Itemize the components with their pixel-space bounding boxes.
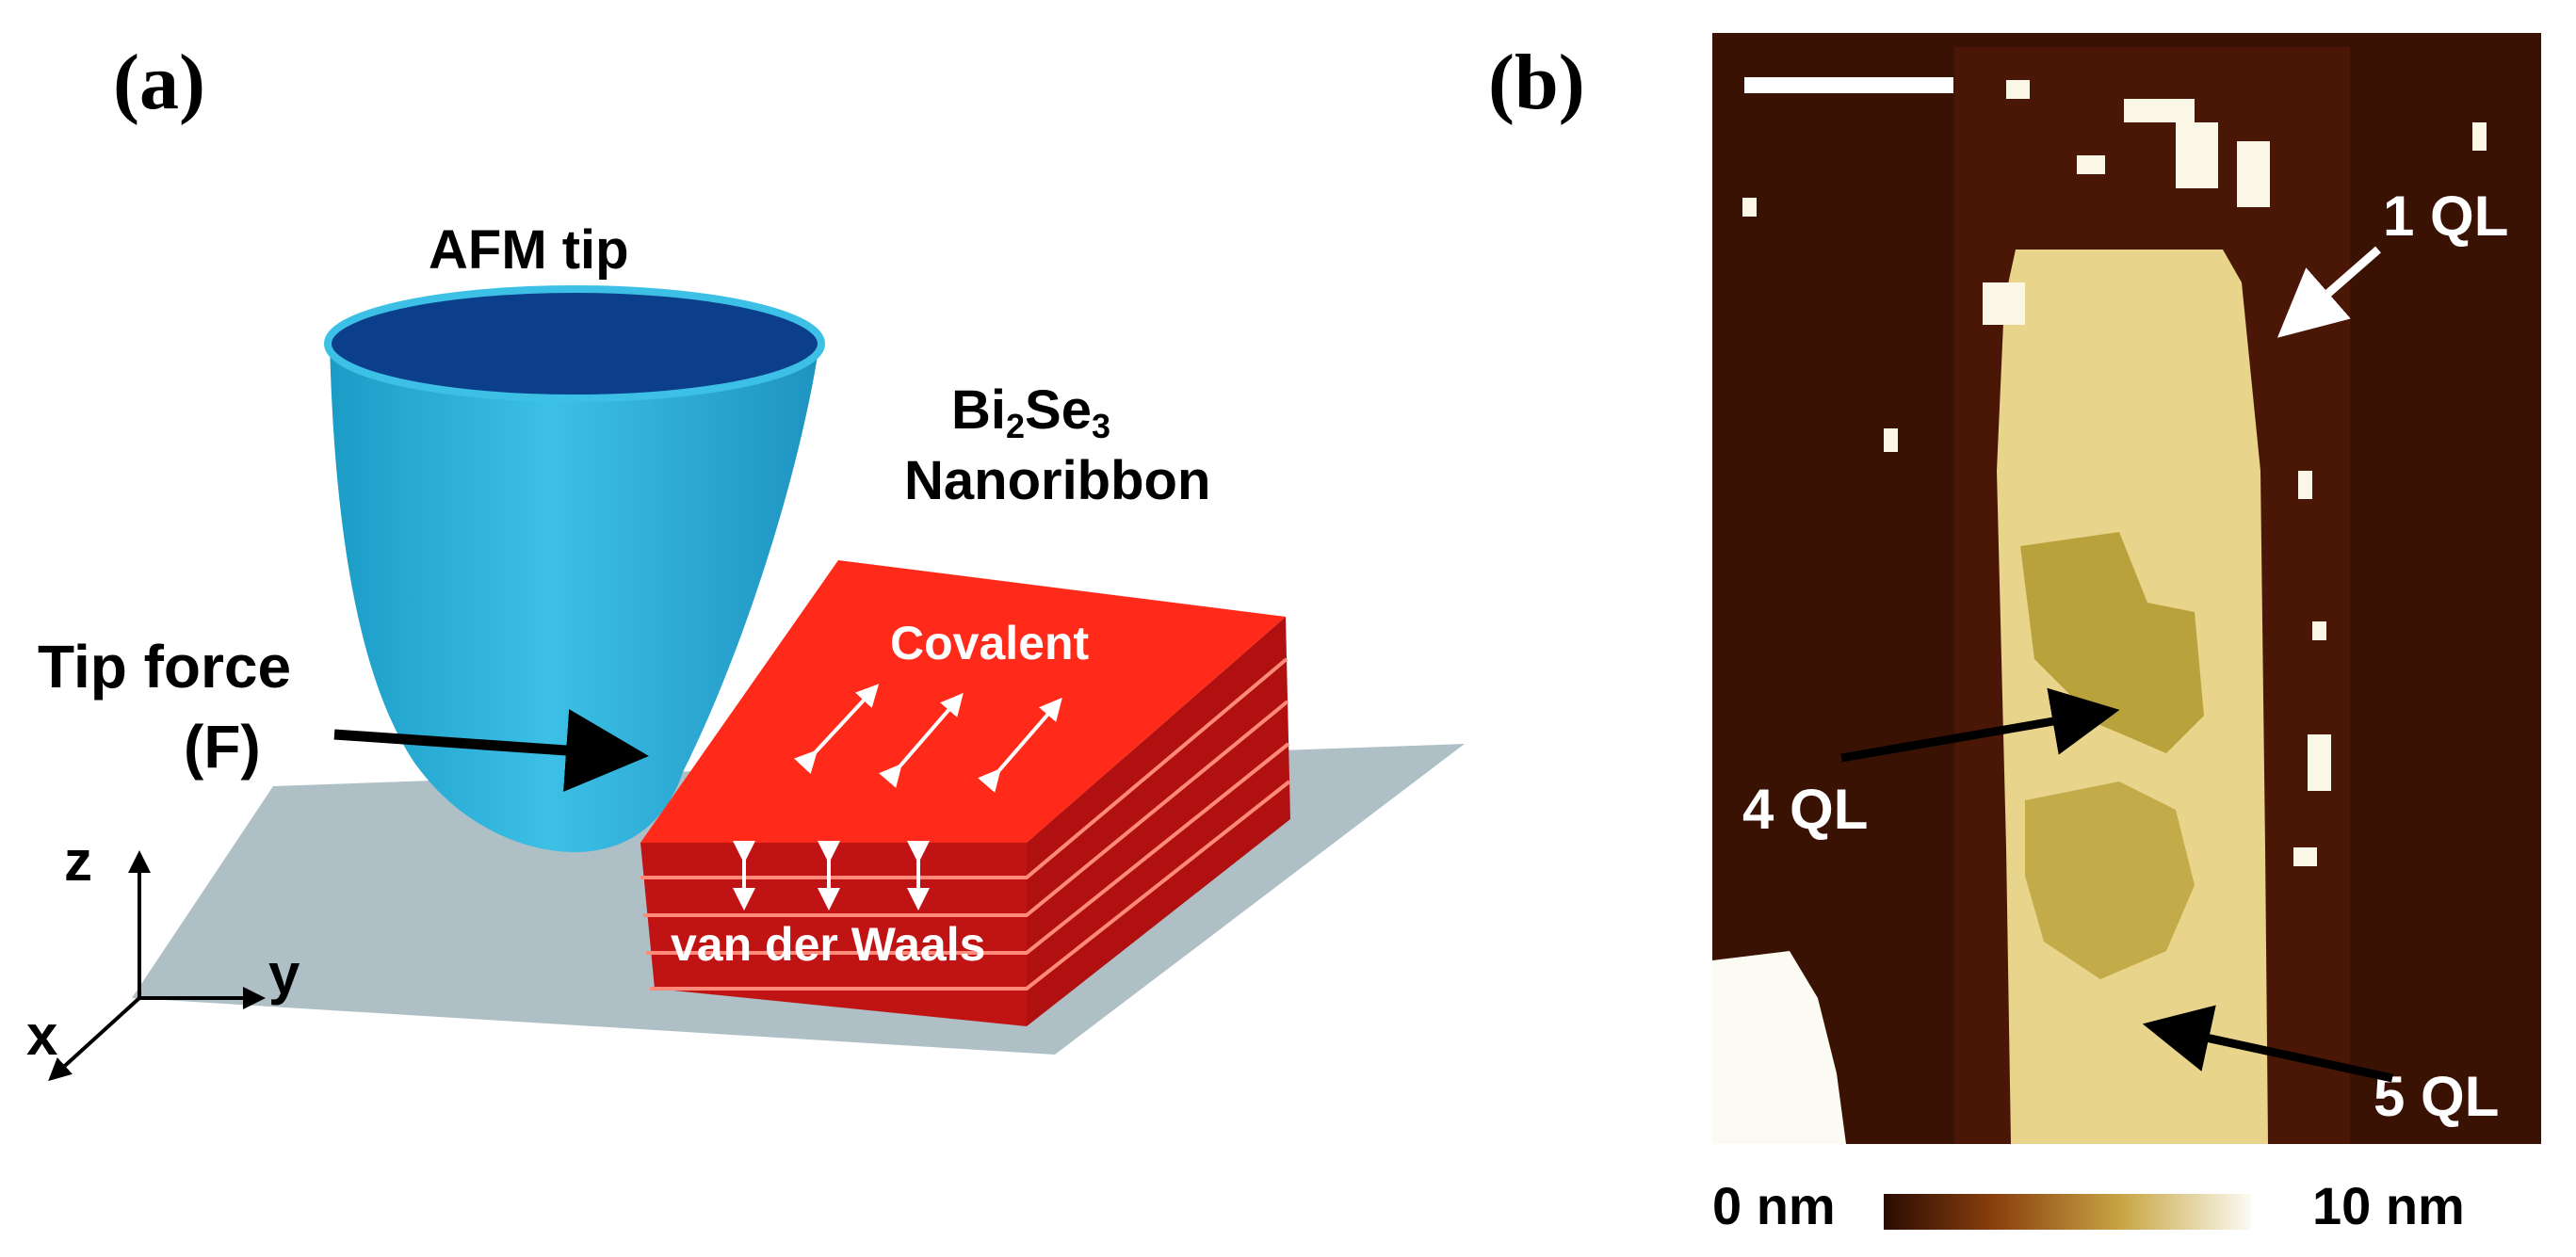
afm-tip-rim	[324, 285, 825, 402]
colorbar-min-label: 0 nm	[1712, 1176, 1836, 1235]
ribbon-layer-lines	[640, 657, 1291, 991]
axis-z-label: z	[64, 830, 92, 893]
afm-bright-specks	[1742, 80, 2487, 866]
tip-force-label-line1: Tip force	[38, 633, 291, 701]
colorbar-max-label: 10 nm	[2312, 1176, 2465, 1235]
vdw-label: van der Waals	[671, 918, 985, 971]
coordinate-axes	[48, 850, 266, 1082]
axis-x-label: x	[26, 1004, 57, 1067]
material-name: Nanoribbon	[904, 450, 1210, 511]
ribbon-right-side	[1027, 617, 1290, 1026]
tip-force-arrow	[333, 709, 649, 792]
afm-bright-blob	[1712, 951, 1846, 1144]
afm-tip-body	[330, 344, 819, 852]
vdw-arrows	[733, 841, 930, 911]
afm-tip-top	[328, 289, 821, 398]
panel-a-label: (a)	[113, 39, 205, 126]
panel-b: (b) 1 QL	[1488, 33, 2541, 1235]
arrow-5ql	[2142, 1005, 2393, 1083]
tip-force-label-line2: (F)	[184, 713, 261, 781]
panel-b-label: (b)	[1488, 39, 1585, 126]
arrow-4ql	[1840, 687, 2120, 763]
label-1ql: 1 QL	[2383, 185, 2508, 248]
afm-patch-lower	[2025, 782, 2195, 979]
afm-tip-label: AFM tip	[429, 219, 629, 281]
covalent-arrows	[794, 684, 1062, 793]
label-5ql: 5 QL	[2373, 1065, 2499, 1128]
arrow-1ql	[2276, 246, 2381, 338]
axis-y-label: y	[268, 943, 300, 1006]
panel-a: (a) AFM tip Bi2Se3 Nanoribbon Covalent	[26, 39, 1465, 1082]
afm-patch-upper	[2020, 532, 2204, 753]
colorbar	[1884, 1194, 2251, 1230]
covalent-label: Covalent	[890, 617, 1090, 669]
afm-scale-bar	[1744, 77, 1953, 93]
label-4ql: 4 QL	[1742, 778, 1868, 841]
material-formula: Bi2Se3	[951, 379, 1110, 445]
